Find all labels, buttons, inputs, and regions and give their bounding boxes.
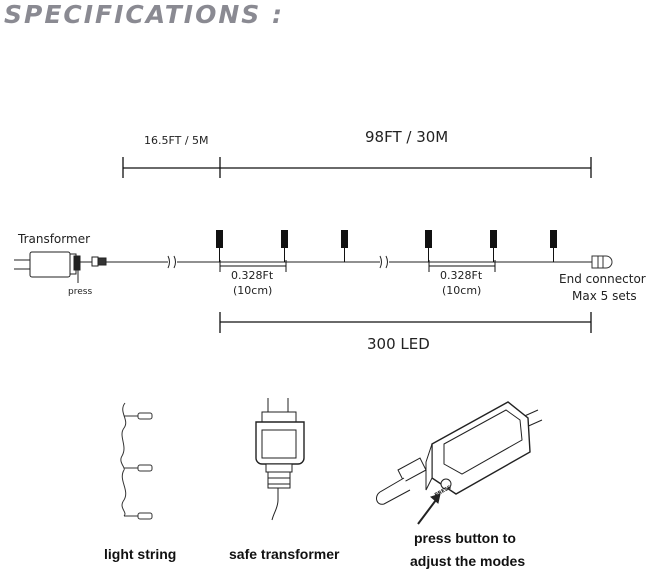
press-button-caption-line2: adjust the modes [410,553,525,569]
light-string-illustration [120,402,153,520]
led-bulb [281,230,288,262]
transformer-icon [14,251,118,283]
led-bulb [341,230,348,262]
safe-transformer-caption: safe transformer [229,546,340,562]
led-bulb [425,230,432,262]
transformer-label: Transformer [17,232,90,246]
spacing-dimension [428,260,496,272]
light-string-caption: light string [104,546,176,562]
spacing-ft-label: 0.328Ft [231,269,274,282]
safe-transformer-illustration [255,398,305,521]
led-bulb [550,230,557,262]
end-connector-label: End connector [559,272,646,286]
led-bulb [216,230,223,262]
controller-box-illustration [376,401,543,525]
end-connector-icon [591,255,613,269]
spacing-dimension [219,260,287,272]
spacing-ft-label: 0.328Ft [440,269,483,282]
press-button-caption-line1: press button to [414,530,516,546]
spacing-cm-label: (10cm) [442,284,481,297]
press-label: press [68,287,92,297]
page-heading: SPECIFICATIONS : [4,0,284,29]
led-bulb [490,230,497,262]
lead-length-dimension [122,157,221,178]
led-count-label: 300 LED [367,335,430,353]
main-wire [118,255,592,269]
led-count-dimension [219,312,592,333]
spacing-cm-label: (10cm) [233,284,272,297]
string-length-dimension [220,157,592,178]
lead-length-label: 16.5FT / 5M [144,134,209,147]
string-length-label: 98FT / 30M [365,128,448,146]
max-sets-label: Max 5 sets [572,289,637,303]
